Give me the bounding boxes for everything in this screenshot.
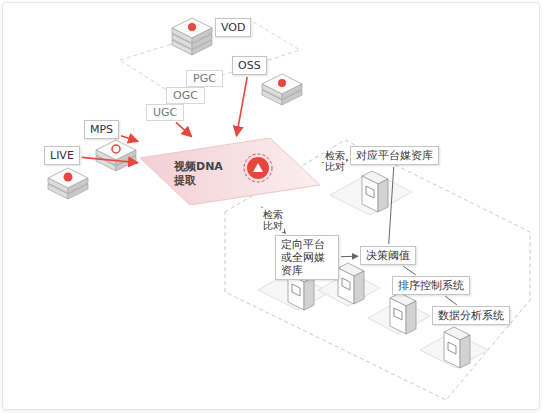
label-tag: PGC bbox=[186, 70, 223, 87]
label-tag: 数据分析系统 bbox=[432, 306, 510, 325]
edge-label: 检索比对 bbox=[262, 208, 284, 232]
connector-arrow bbox=[176, 122, 192, 136]
node-text: 对应平台媒资库 bbox=[356, 149, 433, 162]
label-tag: 对应平台媒资库 bbox=[350, 146, 439, 165]
label-tag: VOD bbox=[215, 18, 251, 37]
connector-arrow bbox=[403, 266, 415, 275]
label-tag: 排序控制系统 bbox=[392, 276, 470, 295]
platform-shape bbox=[140, 138, 320, 205]
library-cabinets bbox=[258, 171, 488, 368]
label-tag: OSS bbox=[232, 56, 267, 75]
node-text: 定向平台或全网媒资库 bbox=[281, 238, 333, 277]
node-text: UGC bbox=[153, 106, 177, 119]
label-tag: MPS bbox=[84, 120, 119, 139]
label-tag: 决策阈值 bbox=[360, 246, 416, 265]
oss-stack bbox=[262, 74, 302, 105]
label-tag: LIVE bbox=[44, 146, 80, 165]
connector-arrow bbox=[389, 167, 394, 244]
connector-arrow bbox=[445, 296, 456, 305]
node-text: OGC bbox=[173, 89, 198, 102]
connector-arrow bbox=[341, 256, 358, 257]
label-tag: 定向平台或全网媒资库 bbox=[275, 235, 339, 280]
node-text: 数据分析系统 bbox=[438, 309, 504, 322]
live-stack bbox=[48, 168, 88, 199]
connector-arrow bbox=[121, 136, 138, 142]
node-text: 视频DNA 提取 bbox=[174, 160, 226, 188]
node-text: VOD bbox=[221, 21, 245, 34]
mps-stack bbox=[96, 140, 136, 171]
node-text: OSS bbox=[238, 59, 261, 72]
label-tag: UGC bbox=[146, 104, 184, 121]
node-text: PGC bbox=[193, 72, 216, 85]
connector-arrow bbox=[236, 77, 247, 136]
process-platform: 视频DNA 提取 bbox=[140, 138, 320, 205]
connector-arrow bbox=[82, 157, 138, 162]
vod-stack bbox=[172, 18, 212, 55]
connector-arrow bbox=[261, 206, 285, 233]
label-tag: OGC bbox=[166, 87, 205, 104]
edge-label: 检索比对 bbox=[324, 149, 346, 173]
node-text: 排序控制系统 bbox=[398, 279, 464, 292]
node-text: MPS bbox=[90, 123, 113, 136]
node-text: LIVE bbox=[50, 149, 74, 162]
node-text: 决策阈值 bbox=[366, 249, 410, 262]
